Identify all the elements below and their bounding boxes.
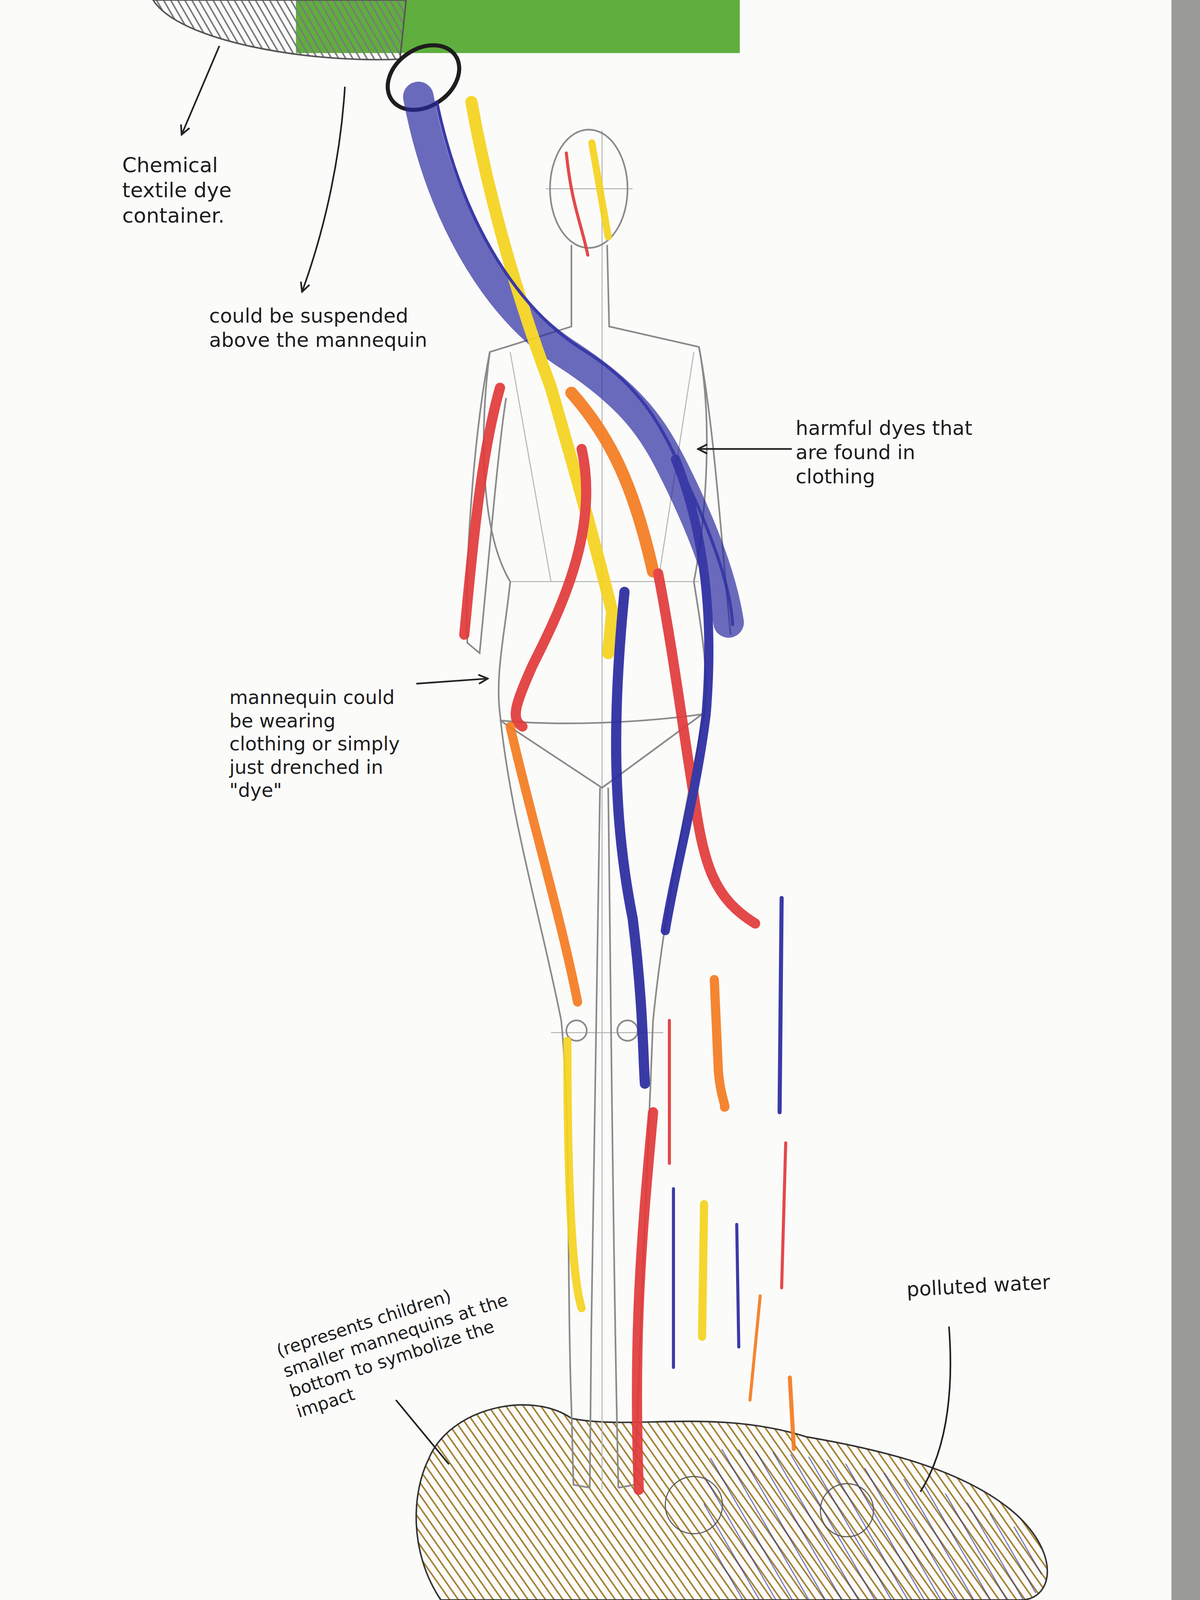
dye-streaks [418,96,794,1490]
paper-sheet [0,0,1172,1600]
handwritten-annotation: harmful dyes that are found in clothing [795,416,987,489]
polluted-water-puddle [416,1404,1048,1600]
mannequin-outline [466,129,731,1489]
annotation-holder: mannequin could be wearing clothing or s… [229,685,416,802]
leader-lines [181,46,951,1493]
handwritten-annotation: Chemical textile dye container. [122,152,266,229]
handwritten-annotation: mannequin could be wearing clothing or s… [229,685,416,802]
annotation-holder: harmful dyes that are found in clothing [795,416,987,489]
handwritten-annotation: could be suspended above the mannequin [209,303,432,353]
annotation-holder: Chemical textile dye container. [122,152,266,229]
dye-container [153,0,407,60]
annotation-holder: could be suspended above the mannequin [209,303,432,353]
wall-edge [1171,0,1200,1600]
